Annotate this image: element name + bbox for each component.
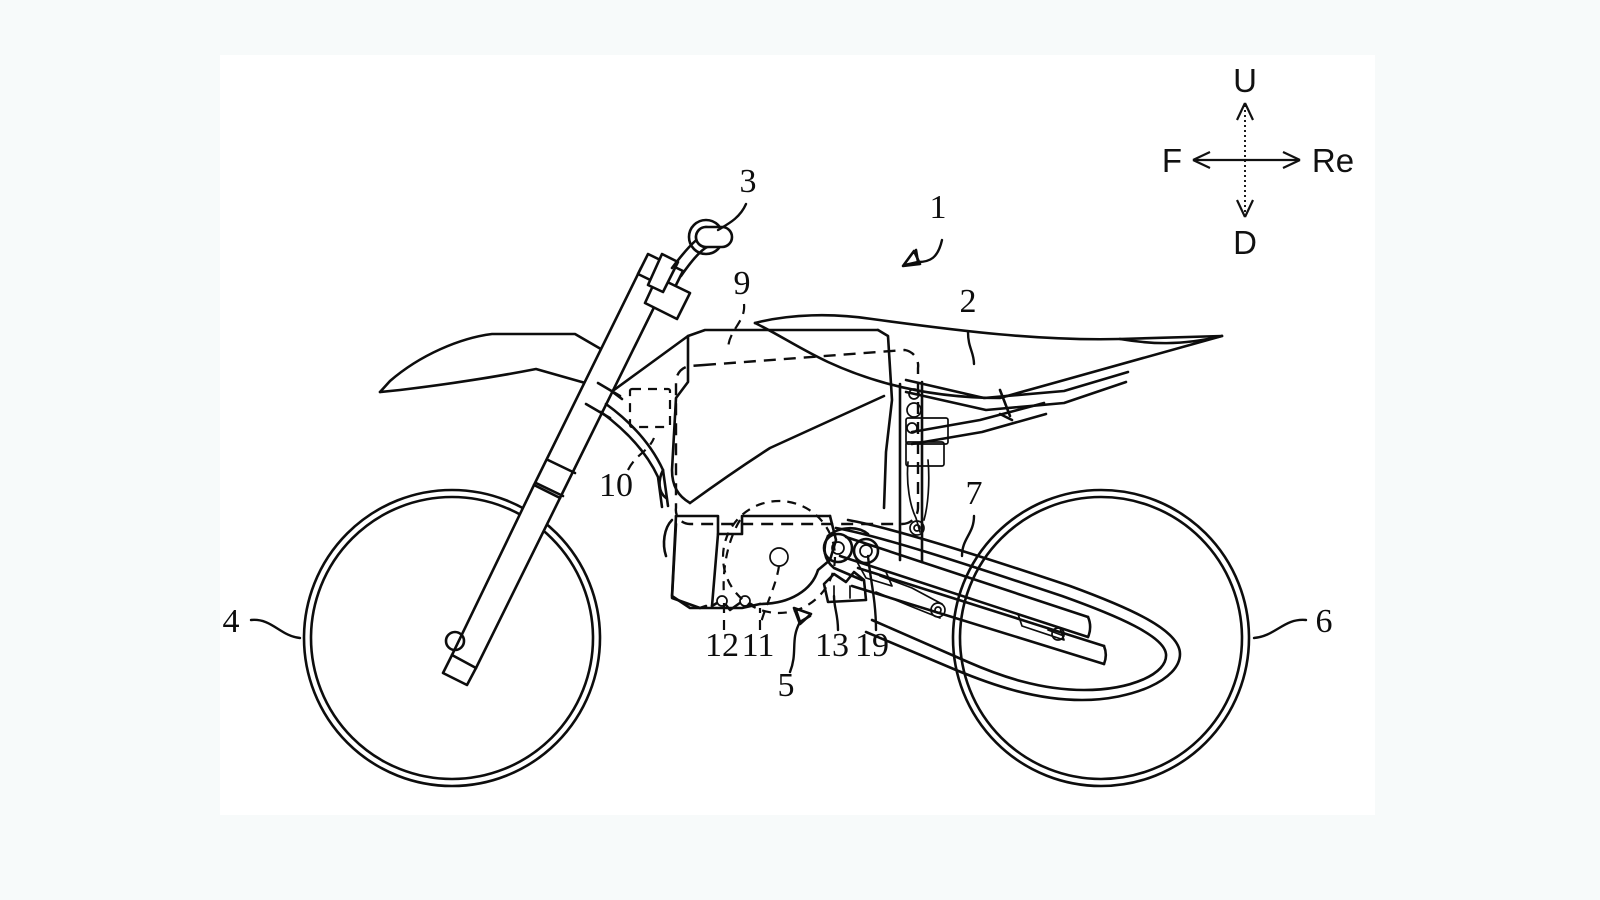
compass-label-down: D [1233, 224, 1257, 261]
main-frame [584, 328, 894, 510]
ref-numeral-19: 19 [855, 627, 889, 664]
ref-numeral-12: 12 [705, 627, 739, 664]
handlebar [670, 218, 734, 278]
orientation-compass: U D F Re [1162, 62, 1354, 261]
ref-numeral-11: 11 [742, 627, 775, 664]
front-fender [378, 332, 624, 401]
ref-numeral-6: 6 [1316, 603, 1333, 640]
ref-numeral-5: 5 [778, 667, 795, 704]
rear-subframe [904, 370, 1130, 446]
ref-numeral-1: 1 [930, 189, 947, 226]
rear-shock-assembly [898, 380, 949, 564]
ref-numeral-7: 7 [966, 475, 983, 512]
ref-numeral-4: 4 [223, 603, 240, 640]
seat [753, 313, 1224, 400]
ref-numeral-13: 13 [815, 627, 849, 664]
motor-rotor-outline [721, 499, 837, 627]
reference-numerals: 1 2 3 4 5 6 7 9 10 11 12 13 19 [223, 163, 1333, 704]
compass-label-rear: Re [1312, 142, 1354, 179]
swing-arm [822, 518, 1182, 702]
pivot-bracket [822, 570, 868, 604]
controller-unit-outline [628, 387, 672, 429]
ref-numeral-10: 10 [599, 467, 633, 504]
ref-numeral-3: 3 [740, 163, 757, 200]
leader-lines [249, 202, 1308, 674]
rear-wheel-group [951, 488, 1251, 788]
ref-numeral-2: 2 [960, 283, 977, 320]
compass-label-up: U [1233, 62, 1257, 99]
motor-housing [662, 514, 838, 612]
ref-numeral-9: 9 [734, 265, 751, 302]
front-wheel-group [302, 488, 602, 788]
front-fork [441, 266, 669, 687]
compass-label-front: F [1162, 142, 1182, 179]
triple-clamp [636, 252, 692, 321]
